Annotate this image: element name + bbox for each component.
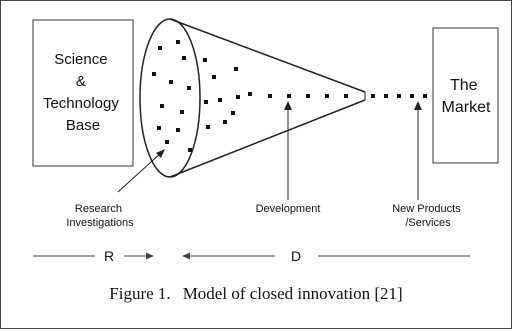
the-market-box [432, 27, 499, 164]
idea-dot [188, 148, 192, 152]
market-line: Market [442, 99, 491, 116]
research-arrowhead [156, 149, 165, 158]
d-phase-arrowhead [182, 252, 190, 260]
funnel-top-edge [169, 18, 366, 93]
development-arrowhead [284, 101, 292, 110]
idea-dot [234, 67, 238, 71]
idea-dot [231, 111, 235, 115]
science-line: Science [54, 51, 107, 68]
r-phase-arrowhead [146, 252, 154, 260]
pipeline-dot [423, 94, 427, 98]
funnel-mouth [139, 18, 201, 178]
pipeline-dot [344, 94, 348, 98]
idea-dot [236, 95, 240, 99]
research-investigations-label: Research Investigations [66, 203, 134, 229]
figure-caption: Figure 1. Model of closed innovation [21] [0, 284, 512, 304]
d-phase-label: D [291, 248, 301, 264]
base-line: Base [66, 117, 100, 134]
science-technology-base-box [32, 19, 134, 167]
pipeline-dot [287, 94, 291, 98]
idea-dot [206, 125, 210, 129]
funnel-bottom-edge [169, 99, 366, 178]
technology-line: Technology [43, 95, 119, 112]
pipeline-dot [325, 94, 329, 98]
idea-dot [204, 100, 208, 104]
new-products-services-label: New Products /Services [392, 203, 464, 229]
idea-dot [218, 98, 222, 102]
idea-dot [165, 140, 169, 144]
idea-dot [223, 120, 227, 124]
idea-dot [248, 92, 252, 96]
idea-dot [160, 104, 164, 108]
pipeline-dot [384, 94, 388, 98]
idea-dot [176, 40, 180, 44]
idea-dot [203, 58, 207, 62]
idea-dot [169, 80, 173, 84]
idea-dot [180, 110, 184, 114]
idea-dot [158, 46, 162, 50]
idea-dot [187, 86, 191, 90]
the-line: The [450, 77, 478, 94]
pipeline-dot [397, 94, 401, 98]
idea-dot [176, 128, 180, 132]
idea-dot [182, 56, 186, 60]
idea-dots [152, 40, 252, 152]
idea-dot [152, 72, 156, 76]
pipeline-dot [268, 94, 272, 98]
new-products-arrowhead [414, 101, 422, 110]
science-technology-base-label: Science & Technology Base [43, 51, 123, 134]
development-label: Development [256, 203, 321, 215]
pipeline-dot [371, 94, 375, 98]
the-market-label: The Market [442, 77, 491, 116]
pipeline-dot [306, 94, 310, 98]
idea-dot [212, 75, 216, 79]
pipeline-dots [268, 94, 427, 98]
figure-number: Figure 1. [109, 284, 171, 303]
figure-caption-text: Model of closed innovation [21] [182, 284, 403, 303]
research-arrow [117, 151, 163, 193]
r-phase-label: R [104, 248, 114, 264]
ampersand-line: & [76, 73, 86, 90]
pipeline-dot [410, 94, 414, 98]
idea-dot [157, 126, 161, 130]
